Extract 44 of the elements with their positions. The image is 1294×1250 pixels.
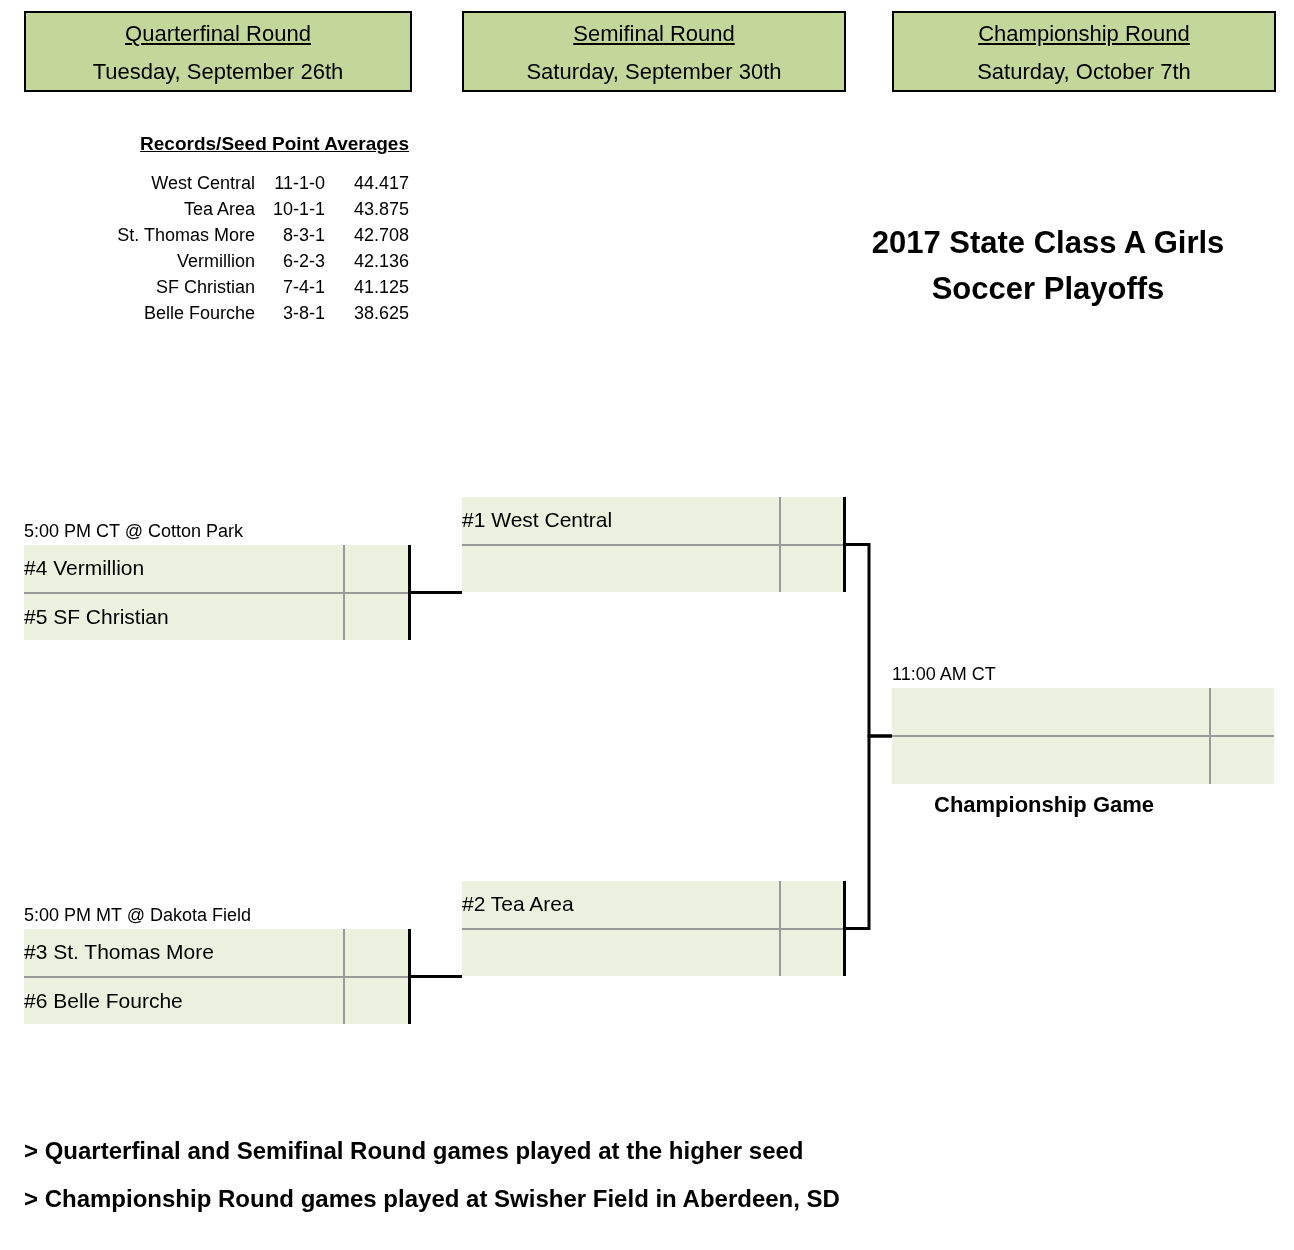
team-name: St. Thomas More <box>117 224 255 246</box>
game-time-venue: 11:00 AM CT <box>892 663 996 685</box>
round-name: Quarterfinal Round <box>125 21 311 47</box>
team-name: Tea Area <box>183 198 255 220</box>
win-loss-record: 6-2-3 <box>282 250 325 272</box>
round-date: Saturday, September 30th <box>526 59 782 85</box>
bracket-line <box>846 734 892 930</box>
round-date: Saturday, October 7th <box>977 59 1191 85</box>
round-header-panel <box>24 11 412 92</box>
seed-point-average: 44.417 <box>353 172 409 194</box>
win-loss-record: 8-3-1 <box>282 224 325 246</box>
round-date: Tuesday, September 26th <box>92 59 344 85</box>
table-heading: Records/Seed Point Averages <box>140 132 409 156</box>
win-loss-record: 11-1-0 <box>274 172 325 194</box>
game-caption: Championship Game <box>934 792 1155 818</box>
game-time-venue: 5:00 PM MT @ Dakota Field <box>24 904 252 926</box>
seed-point-average: 43.875 <box>353 198 409 220</box>
team-name: #6 Belle Fourche <box>24 988 183 1013</box>
seed-point-average: 41.125 <box>353 276 409 298</box>
round-name: Semifinal Round <box>573 21 735 47</box>
win-loss-record: 3-8-1 <box>282 302 325 324</box>
team-name: Belle Fourche <box>143 302 255 324</box>
team-name: Vermillion <box>176 250 255 272</box>
win-loss-record: 10-1-1 <box>272 198 325 220</box>
round-header-panel <box>462 11 846 92</box>
team-name: #5 SF Christian <box>24 604 169 629</box>
team-name: #2 Tea Area <box>462 892 574 917</box>
note-text: > Championship Round games played at Swisher Field in Aberdeen, SD <box>24 1184 840 1214</box>
bracket-line <box>411 591 462 594</box>
seed-point-average: 42.708 <box>353 224 409 246</box>
team-name: #3 St. Thomas More <box>24 940 214 965</box>
note-text: > Quarterfinal and Semifinal Round games played at the higher seed <box>24 1136 804 1166</box>
page-title: 2017 State Class A Girls Soccer Playoffs <box>870 224 1226 308</box>
round-header-panel <box>892 11 1276 92</box>
team-name: West Central <box>151 172 255 194</box>
bracket-line <box>411 975 462 978</box>
round-name: Championship Round <box>978 21 1190 47</box>
game-time-venue: 5:00 PM CT @ Cotton Park <box>24 520 244 542</box>
team-name: SF Christian <box>155 276 255 298</box>
team-name: #4 Vermillion <box>24 556 145 581</box>
win-loss-record: 7-4-1 <box>282 276 325 298</box>
seed-point-average: 38.625 <box>353 302 409 324</box>
seed-point-average: 42.136 <box>353 250 409 272</box>
team-name: #1 West Central <box>462 508 613 533</box>
